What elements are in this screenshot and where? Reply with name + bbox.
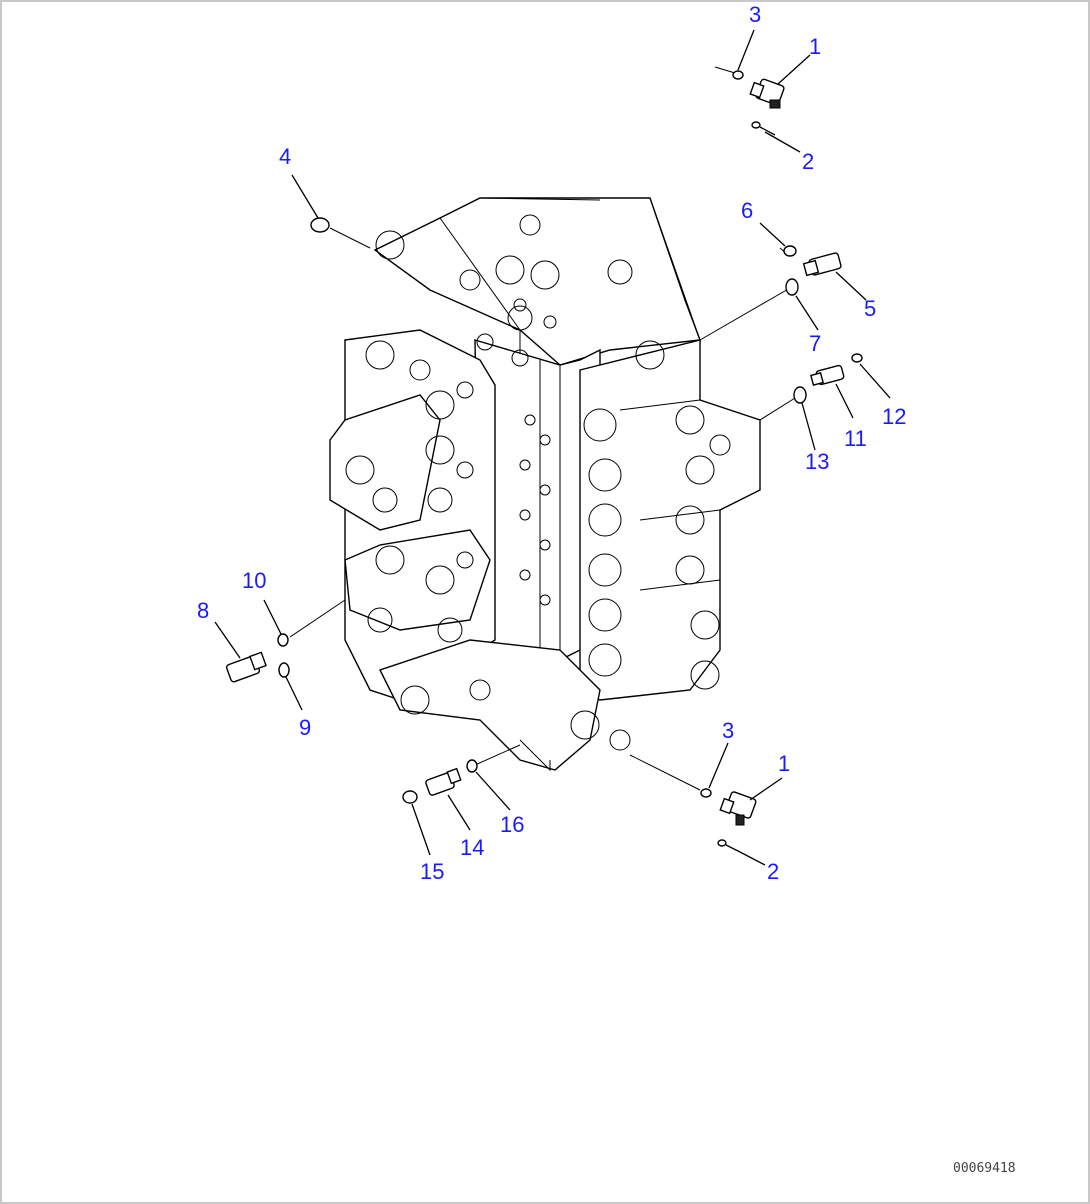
assembly-lines (289, 66, 796, 791)
oring-16 (466, 759, 478, 773)
callout-12: 12 (882, 404, 906, 429)
plug-11 (810, 364, 845, 386)
callout-3-bottom: 3 (722, 718, 734, 743)
drawing-code: 00069418 (953, 1161, 1016, 1176)
pin-2-top (751, 121, 776, 136)
oring-4 (310, 217, 330, 233)
plug-14 (425, 767, 462, 796)
oring-9 (278, 662, 290, 678)
oring-6 (783, 245, 797, 257)
part-switch-bottom (719, 791, 757, 826)
part-switch-top (749, 78, 785, 109)
callout-1-bottom: 1 (778, 751, 790, 776)
callout-7: 7 (809, 331, 821, 356)
callout-3-top: 3 (749, 2, 761, 27)
oring-7 (785, 278, 799, 296)
pin-2-bottom (717, 839, 741, 853)
callout-16: 16 (500, 812, 524, 837)
callout-leaders (214, 29, 891, 866)
callout-15: 15 (420, 859, 444, 884)
control-valve-body (329, 197, 761, 772)
plug-8 (225, 651, 267, 683)
oring-3-bottom (700, 788, 712, 798)
plug-5 (802, 252, 842, 277)
callout-2-bottom: 2 (767, 859, 779, 884)
callout-6: 6 (741, 198, 753, 223)
callout-9: 9 (299, 715, 311, 740)
callout-2-top: 2 (802, 149, 814, 174)
oring-10 (277, 633, 289, 647)
callout-1-top: 1 (809, 34, 821, 59)
callout-13: 13 (805, 449, 829, 474)
oring-12 (851, 353, 863, 363)
callout-5: 5 (864, 296, 876, 321)
oring-3-top (732, 70, 744, 80)
callout-8: 8 (197, 598, 209, 623)
callout-11: 11 (844, 426, 867, 451)
callout-10: 10 (242, 568, 266, 593)
oring-15 (402, 790, 418, 804)
callout-labels: 3 1 2 4 6 5 7 12 11 13 10 8 9 3 1 16 14 … (197, 2, 906, 884)
callout-4: 4 (279, 144, 291, 169)
callout-14: 14 (460, 835, 484, 860)
oring-13 (793, 386, 807, 404)
